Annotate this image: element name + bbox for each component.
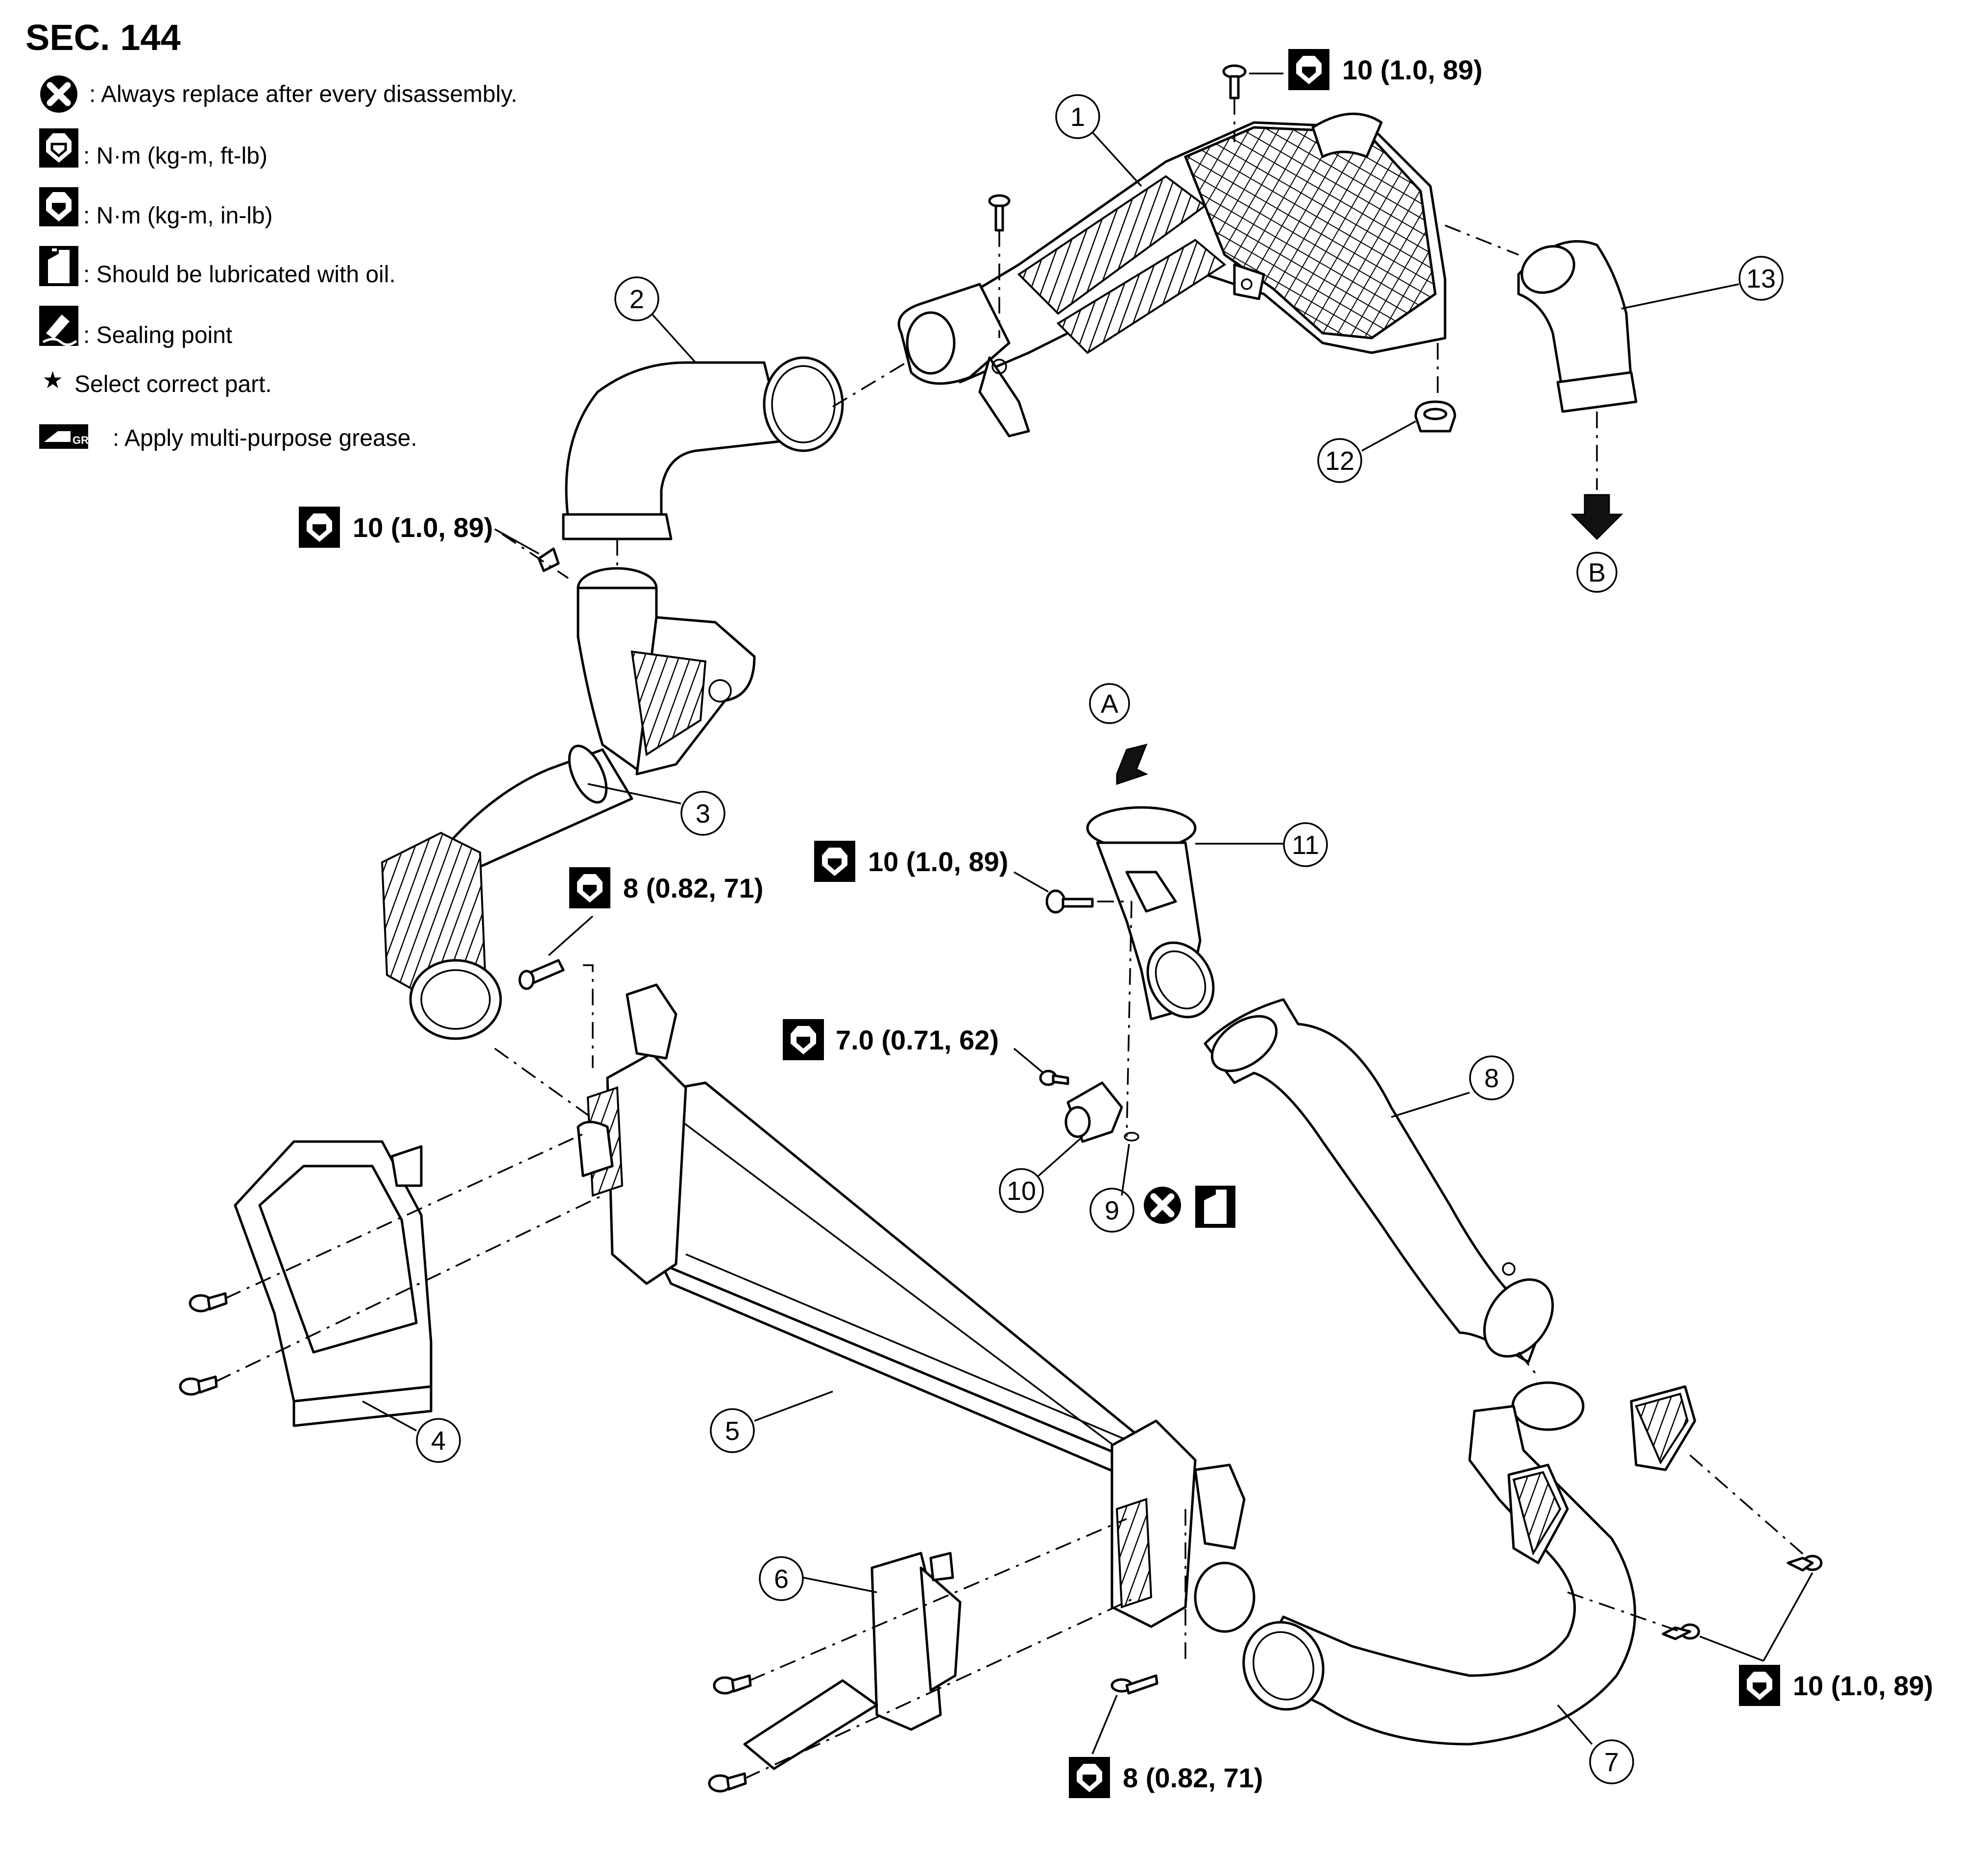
part-3-lower-duct <box>381 533 756 1123</box>
legend-text-replace: : Always replace after every disassembly… <box>89 81 517 107</box>
bolt-duct-top <box>537 547 560 572</box>
callout-11: 11 <box>1195 822 1328 867</box>
clip-right-top <box>713 1674 752 1695</box>
torque-label-6: 10 (1.0, 89) <box>1699 1572 1933 1706</box>
svg-text:3: 3 <box>696 799 710 828</box>
callout-3: 3 <box>587 783 725 836</box>
svg-text:10 (1.0, 89): 10 (1.0, 89) <box>1342 54 1482 85</box>
callout-7: 7 <box>1557 1704 1634 1784</box>
clip-left-top <box>189 1292 228 1313</box>
svg-text:5: 5 <box>725 1416 740 1446</box>
torque-label-5: 7.0 (0.71, 62) <box>783 1019 1044 1074</box>
bolt-outlet <box>1045 889 1094 914</box>
svg-text:10 (1.0, 89): 10 (1.0, 89) <box>353 512 493 543</box>
torque-label-4: 10 (1.0, 89) <box>814 841 1049 893</box>
bolt-duct-left <box>988 194 1011 232</box>
sealing-icon <box>39 306 78 346</box>
bolt-core-left <box>518 959 565 990</box>
part-11-outlet <box>1045 743 1215 1137</box>
legend-text-torque-inlb: : N·m (kg-m, in-lb) <box>83 203 273 229</box>
part-9-o-ring <box>1124 1132 1139 1142</box>
legend-text-grease: : Apply multi-purpose grease. <box>113 425 417 451</box>
part-6-air-guide-right <box>708 1518 1137 1793</box>
svg-text:7.0 (0.71, 62): 7.0 (0.71, 62) <box>836 1024 999 1055</box>
part-5-intercooler <box>518 959 1255 1695</box>
part-10-sensor <box>1039 1070 1123 1143</box>
legend-text-star: Select correct part. <box>74 371 272 397</box>
svg-text:10: 10 <box>1007 1176 1036 1206</box>
clip-left-bottom <box>179 1375 218 1396</box>
svg-text:12: 12 <box>1325 446 1354 476</box>
oil-icon <box>39 246 78 286</box>
svg-text:8: 8 <box>1484 1064 1499 1093</box>
svg-text:GR: GR <box>72 434 89 446</box>
callout-9: 9 <box>1089 1144 1134 1233</box>
clip-right-bottom <box>708 1772 747 1793</box>
bolt-pipe-lower <box>1662 1623 1700 1640</box>
part-13-hose <box>1445 224 1638 540</box>
legend-text-sealing: : Sealing point <box>83 322 232 348</box>
replace-icon <box>40 75 77 113</box>
part-12-grommet <box>1414 343 1456 433</box>
callout-4: 4 <box>362 1400 461 1463</box>
part-8-long-hose <box>1204 998 1554 1378</box>
bolt-sensor <box>1039 1070 1069 1086</box>
legend-text-oil: : Should be lubricated with oil. <box>83 262 396 288</box>
torque-label-2: 10 (1.0, 89) <box>299 507 539 555</box>
svg-text:4: 4 <box>431 1426 446 1456</box>
svg-text:2: 2 <box>629 285 644 314</box>
replace-icon <box>1144 1187 1181 1224</box>
callout-5: 5 <box>710 1390 833 1453</box>
callout-13: 13 <box>1621 256 1784 310</box>
callout-12: 12 <box>1317 420 1416 483</box>
bolt-core-right <box>1110 1674 1158 1695</box>
grease-icon: GR <box>39 424 89 449</box>
callout-10: 10 <box>999 1136 1084 1213</box>
svg-text:B: B <box>1588 558 1606 587</box>
torque-label-1: 10 (1.0, 89) <box>1249 49 1482 90</box>
oil-icon <box>1195 1186 1235 1228</box>
svg-text:10 (1.0, 89): 10 (1.0, 89) <box>1793 1670 1933 1701</box>
svg-text:7: 7 <box>1604 1748 1619 1777</box>
part-1-air-duct <box>897 64 1447 438</box>
torque-inlb-icon <box>39 187 78 226</box>
svg-text:8 (0.82, 71): 8 (0.82, 71) <box>623 873 763 903</box>
part-7-lower-pipe <box>1242 1381 1823 1746</box>
callout-1: 1 <box>1055 94 1142 187</box>
svg-text:10 (1.0, 89): 10 (1.0, 89) <box>868 846 1008 877</box>
legend: : Always replace after every disassembly… <box>39 75 517 451</box>
callout-8: 8 <box>1391 1055 1514 1118</box>
svg-text:1: 1 <box>1070 102 1085 132</box>
svg-text:A: A <box>1101 689 1118 719</box>
callout-A: A <box>1089 683 1130 724</box>
star-icon: ★ <box>42 367 63 393</box>
torque-ftlb-icon <box>39 128 78 168</box>
callout-6: 6 <box>759 1556 877 1601</box>
callout-2: 2 <box>614 276 697 364</box>
legend-text-torque-ftlb: : N·m (kg-m, ft-lb) <box>83 143 267 169</box>
bolt-pipe-upper <box>1786 1555 1823 1572</box>
torque-label-3: 8 (0.82, 71) <box>548 867 763 956</box>
svg-text:9: 9 <box>1105 1196 1119 1225</box>
part-4-air-guide-left <box>179 1131 603 1427</box>
bolt-top <box>1222 64 1247 99</box>
svg-text:6: 6 <box>774 1564 789 1594</box>
svg-text:13: 13 <box>1746 264 1776 293</box>
part-2-upper-hose <box>562 356 907 573</box>
section-title: SEC. 144 <box>25 17 181 58</box>
torque-label-7: 8 (0.82, 71) <box>1069 1695 1263 1798</box>
callout-B: B <box>1576 552 1617 593</box>
svg-text:11: 11 <box>1292 830 1319 860</box>
svg-text:8 (0.82, 71): 8 (0.82, 71) <box>1123 1762 1263 1793</box>
